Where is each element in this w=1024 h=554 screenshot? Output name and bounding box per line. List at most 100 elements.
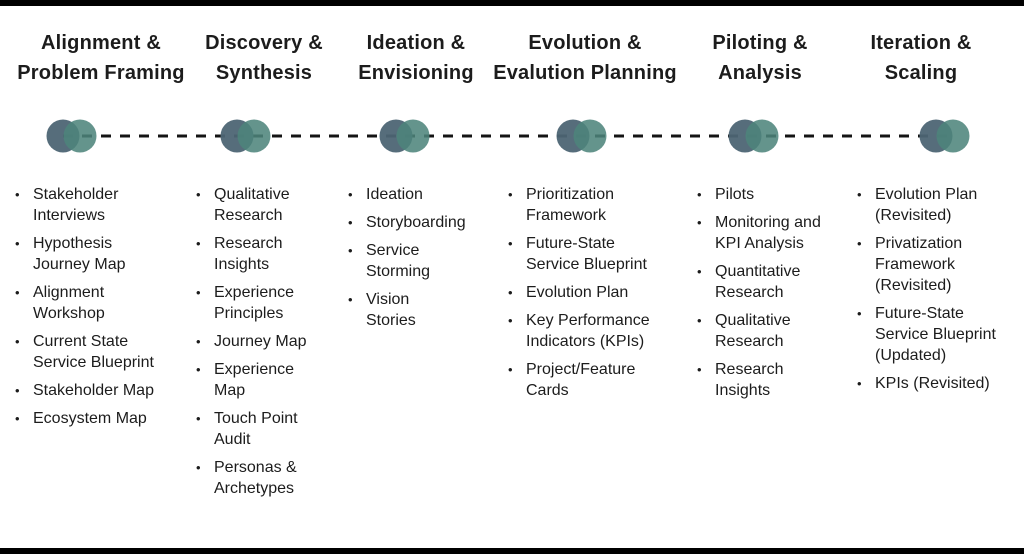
node-right-circle [63, 119, 97, 153]
deliverable-text: Stakeholder Interviews [33, 186, 119, 224]
list-item: •Stakeholder Map [13, 380, 175, 401]
list-item: • Storyboarding [346, 212, 481, 233]
bullet-icon: • [857, 376, 862, 391]
list-item: •Prioritization Framework [506, 184, 681, 226]
phase-title-ideation: Ideation & Envisioning [358, 32, 474, 84]
list-item: •Future-State Service Blueprint [506, 233, 681, 275]
deliverable-text: Quantitative Research [715, 263, 801, 301]
bullet-icon: • [697, 187, 702, 202]
node-right-circle [936, 119, 970, 153]
deliverable-text: Alignment Workshop [33, 284, 105, 322]
list-item: • Service Storming [346, 240, 481, 282]
list-item: •Monitoring and KPI Analysis [695, 212, 850, 254]
deliverables-list-discovery: •Qualitative Research•Research Insights•… [194, 184, 334, 506]
bullet-icon: • [348, 187, 353, 202]
bullet-icon: • [348, 292, 353, 307]
bullet-icon: • [697, 362, 702, 377]
list-item: • KPIs (Revisited) [855, 373, 1023, 394]
list-item: • Vision Stories [346, 289, 481, 331]
list-item: •Qualitative Research [695, 310, 850, 352]
list-item: •Touch Point Audit [194, 408, 334, 450]
deliverable-text: Hypothesis Journey Map [33, 235, 126, 273]
bullet-icon: • [15, 334, 20, 349]
bullet-icon: • [857, 236, 862, 251]
timeline-node-5 [728, 119, 779, 153]
deliverable-text: Privatization Framework (Revisited) [875, 235, 963, 294]
node-right-circle [396, 119, 430, 153]
letterbox-bottom-bar [0, 548, 1024, 554]
deliverable-text: Current State Service Blueprint [33, 333, 154, 371]
list-item: • Qualitative Research [194, 184, 334, 226]
timeline-node-2 [220, 119, 271, 153]
list-item: • Research Insights [695, 359, 850, 401]
list-item: • Ecosystem Map [13, 408, 175, 429]
bullet-icon: • [697, 264, 702, 279]
bullet-icon: • [697, 313, 702, 328]
deliverable-text: Key Performance Indicators (KPIs) [526, 312, 650, 350]
list-item: • Personas & Archetypes [194, 457, 334, 499]
bullet-icon: • [697, 215, 702, 230]
deliverable-text: Personas & Archetypes [214, 459, 297, 497]
letterbox-top-bar [0, 0, 1024, 6]
deliverables-list-iteration: • Evolution Plan (Revisited) • Privatizatio… [855, 184, 1023, 401]
bullet-icon: • [857, 187, 862, 202]
phase-title-iteration: Iteration & Scaling [870, 32, 972, 84]
node-right-circle [745, 119, 779, 153]
deliverable-text: Stakeholder Map [33, 382, 154, 399]
list-item: • Alignment Workshop [13, 282, 175, 324]
deliverable-text: Experience Map [214, 361, 295, 399]
node-right-circle [573, 119, 607, 153]
list-item: • Future-State Service Blueprint (Updated… [855, 303, 1023, 366]
timeline-node-6 [919, 119, 970, 153]
deliverables-list-alignment: •Stakeholder Interviews•Hypothesis Journ… [13, 184, 175, 436]
deliverable-text: Future-State Service Blueprint (Updated) [875, 305, 996, 364]
bullet-icon: • [15, 187, 20, 202]
deliverables-list-ideation: • Ideation • Storyboarding • Service Storming… [346, 184, 481, 338]
bullet-icon: • [196, 187, 201, 202]
list-item: •Journey Map [194, 331, 334, 352]
timeline [46, 119, 970, 153]
timeline-node-3 [379, 119, 430, 153]
deliverable-text: Qualitative Research [214, 186, 290, 224]
list-item: • Experience Map [194, 359, 334, 401]
bullet-icon: • [857, 306, 862, 321]
list-item: • Evolution Plan (Revisited) [855, 184, 1023, 226]
list-item: • Privatization Framework (Revisited) [855, 233, 1023, 296]
phase-title-piloting: Piloting & Analysis [712, 32, 808, 84]
list-item: • Evolution Plan [506, 282, 681, 303]
deliverable-text: Ecosystem Map [33, 410, 147, 427]
list-item: •Key Performance Indicators (KPIs) [506, 310, 681, 352]
bullet-icon: • [348, 243, 353, 258]
deliverable-text: Ideation [366, 186, 423, 203]
bullet-icon: • [15, 411, 20, 426]
deliverable-text: KPIs (Revisited) [875, 375, 990, 392]
bullet-icon: • [196, 236, 201, 251]
list-item: • Quantitative Research [695, 261, 850, 303]
phase-title-evolution: Evolution & Evalution Planning [493, 32, 677, 84]
deliverable-text: Evolution Plan (Revisited) [875, 186, 978, 224]
bullet-icon: • [508, 236, 513, 251]
list-item: •Project/Feature Cards [506, 359, 681, 401]
bullet-icon: • [196, 362, 201, 377]
node-right-circle [237, 119, 271, 153]
deliverable-text: Research Insights [715, 361, 784, 399]
bullet-icon: • [508, 362, 513, 377]
bullet-icon: • [15, 285, 20, 300]
deliverable-text: Pilots [715, 186, 755, 203]
list-item: •Hypothesis Journey Map [13, 233, 175, 275]
bullet-icon: • [508, 285, 513, 300]
bullet-icon: • [196, 460, 201, 475]
deliverable-text: Vision Stories [366, 291, 416, 329]
deliverable-text: Storyboarding [366, 214, 466, 231]
phase-title-alignment: Alignment & Problem Framing [17, 32, 185, 84]
list-item: •Experience Principles [194, 282, 334, 324]
bullet-icon: • [348, 215, 353, 230]
list-item: • Research Insights [194, 233, 334, 275]
bullet-icon: • [196, 411, 201, 426]
deliverable-text: Service Storming [366, 242, 431, 280]
deliverable-text: Experience Principles [214, 284, 295, 322]
deliverable-text: Evolution Plan [526, 284, 629, 301]
timeline-node-1 [46, 119, 97, 153]
deliverable-text: Research Insights [214, 235, 283, 273]
deliverable-text: Journey Map [214, 333, 307, 350]
